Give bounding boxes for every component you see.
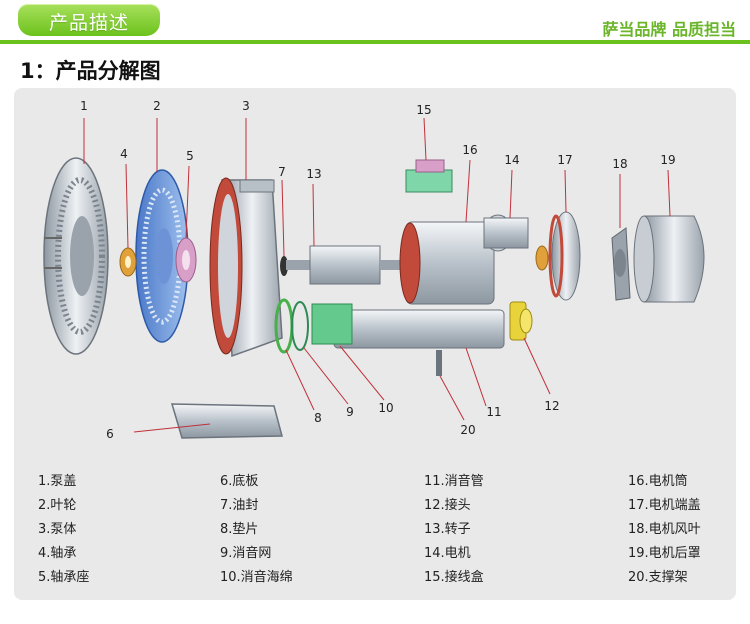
- motor-fan-part: [611, 227, 631, 301]
- callout-20: 20: [460, 423, 475, 437]
- legend-item: 10.消音海绵: [220, 570, 293, 585]
- header-tab-title: 产品描述: [48, 12, 129, 34]
- rotor-part: [286, 245, 400, 285]
- legend-item: 7.油封: [220, 498, 259, 513]
- callout-1: 1: [80, 99, 88, 113]
- section-title: 1：产品分解图: [20, 59, 161, 83]
- callout-18: 18: [612, 157, 627, 171]
- leader-lines: [83, 117, 671, 433]
- legend-item: 14.电机: [424, 546, 471, 561]
- legend-item: 6.底板: [220, 474, 259, 489]
- legend-item: 13.转子: [424, 522, 471, 537]
- muffler-tube-part: [333, 309, 505, 349]
- motor-part: [399, 214, 529, 305]
- parts-legend: 1.泵盖 6.底板 11.消音管 16.电机筒 2.叶轮 7.油封 12.接头 …: [14, 460, 736, 600]
- callout-10: 10: [378, 401, 393, 415]
- callout-3: 3: [242, 99, 250, 113]
- exploded-view-diagram: 1 2 3 4 5 6 7 8 9 10 11 12 13 14 15 16 1…: [43, 99, 705, 441]
- callout-15: 15: [416, 103, 431, 117]
- pump-body-part: [209, 177, 283, 358]
- legend-item: 3.泵体: [38, 522, 77, 537]
- header-tab: 产品描述: [18, 4, 160, 36]
- impeller-part: [135, 169, 189, 343]
- bearing-seat-part: [175, 237, 197, 283]
- bearing-part: [119, 247, 137, 277]
- callout-19: 19: [660, 153, 675, 167]
- legend-item: 20.支撑架: [628, 570, 688, 585]
- junction-box-part: [405, 159, 453, 193]
- legend-item: 5.轴承座: [38, 570, 90, 585]
- callout-17: 17: [557, 153, 572, 167]
- legend-item: 4.轴承: [38, 546, 77, 561]
- legend-item: 1.泵盖: [38, 474, 77, 489]
- callout-4: 4: [120, 147, 128, 161]
- legend-item: 17.电机端盖: [628, 498, 701, 513]
- base-plate-part: [170, 403, 283, 439]
- brand-slogan: 萨当品牌 品质担当: [602, 20, 736, 39]
- callout-2: 2: [153, 99, 161, 113]
- callout-16: 16: [462, 143, 477, 157]
- legend-item: 19.电机后罩: [628, 546, 701, 561]
- motor-end-cover-part: [535, 211, 581, 301]
- callout-numbers: 1 2 3 4 5 6 7 8 9 10 11 12 13 14 15 16 1…: [80, 99, 675, 441]
- connector-part: [509, 301, 533, 341]
- legend-item: 11.消音管: [424, 474, 484, 489]
- legend-item: 8.垫片: [220, 522, 259, 537]
- muffler-sponge-part: [311, 303, 353, 345]
- header-band: 产品描述 萨当品牌 品质担当: [0, 0, 750, 46]
- support-bracket-part: [436, 350, 442, 376]
- callout-7: 7: [278, 165, 286, 179]
- callout-11: 11: [486, 405, 501, 419]
- legend-item: 9.消音网: [220, 546, 272, 561]
- pump-cover-part: [43, 157, 109, 355]
- legend-item: 18.电机风叶: [628, 522, 701, 537]
- callout-12: 12: [544, 399, 559, 413]
- motor-rear-shroud-part: [633, 215, 705, 303]
- legend-item: 12.接头: [424, 498, 471, 513]
- legend-item: 15.接线盒: [424, 570, 484, 585]
- callout-9: 9: [346, 405, 354, 419]
- legend-item: 2.叶轮: [38, 498, 77, 513]
- legend-item: 16.电机筒: [628, 474, 688, 489]
- callout-8: 8: [314, 411, 322, 425]
- callout-6: 6: [106, 427, 114, 441]
- header-divider: [0, 40, 750, 44]
- muffler-mesh-part: [291, 301, 309, 351]
- callout-14: 14: [504, 153, 519, 167]
- callout-5: 5: [186, 149, 194, 163]
- callout-13: 13: [306, 167, 321, 181]
